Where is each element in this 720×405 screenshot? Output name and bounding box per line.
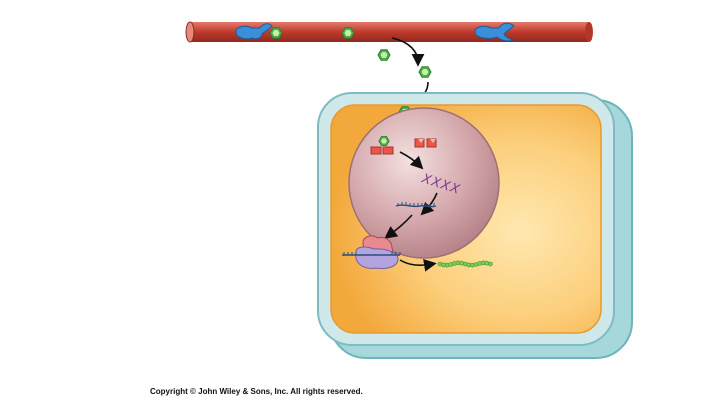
mrna-strand <box>395 202 437 208</box>
hormone-hexagon-icon <box>269 27 283 39</box>
ribosome-icon <box>355 235 399 269</box>
copyright-text: Copyright © John Wiley & Sons, Inc. All … <box>150 387 363 396</box>
receptor-dimer <box>414 138 437 148</box>
arrow <box>399 151 424 170</box>
mrna-strand <box>342 252 401 256</box>
arrow <box>420 192 438 216</box>
arrow <box>391 37 425 67</box>
hormone-receptor-complex <box>370 136 394 155</box>
arrow <box>399 259 437 272</box>
protein-bead <box>488 261 493 267</box>
protein-chain-icon <box>437 260 493 268</box>
hormone-hexagon-icon <box>418 66 432 78</box>
hormone-hexagon-icon <box>341 27 355 39</box>
receptor-icon <box>474 22 515 42</box>
hormone-hexagon-icon <box>377 49 391 61</box>
receptor-icon <box>235 23 273 40</box>
arrow <box>384 214 413 239</box>
